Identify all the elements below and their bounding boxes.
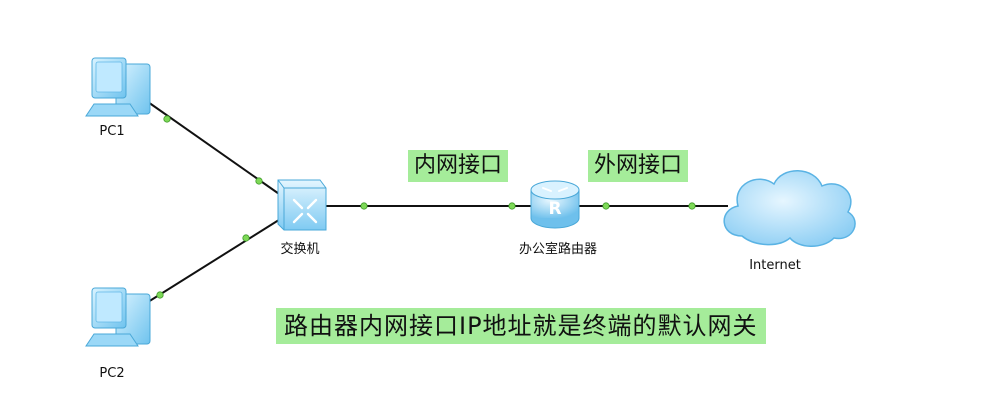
internet-label: Internet <box>749 258 801 273</box>
outer-interface-label: 外网接口 <box>588 150 689 182</box>
inner-interface-label: 内网接口 <box>408 150 509 182</box>
port-dot <box>242 234 250 242</box>
pc2-icon[interactable] <box>85 287 151 347</box>
pc1-label: PC1 <box>99 124 125 139</box>
switch-icon[interactable] <box>277 179 327 231</box>
links <box>147 101 728 303</box>
default-gateway-note: 路由器内网接口IP地址就是终端的默认网关 <box>276 308 766 344</box>
internet-cloud-icon[interactable] <box>723 170 856 247</box>
port-dot <box>602 202 610 210</box>
port-dot <box>360 202 368 210</box>
pc1-icon[interactable] <box>85 57 151 117</box>
router-icon[interactable]: R <box>530 180 580 229</box>
router-label: 办公室路由器 <box>518 242 598 257</box>
port-dot <box>156 291 164 299</box>
router-letter: R <box>548 199 561 219</box>
port-dot <box>255 177 263 185</box>
port-dots <box>156 115 696 299</box>
port-dot <box>163 115 171 123</box>
port-dot <box>508 202 516 210</box>
link-pc2-switch <box>147 217 283 303</box>
pc2-label: PC2 <box>99 366 125 381</box>
switch-label: 交换机 <box>280 242 320 257</box>
port-dot <box>688 202 696 210</box>
